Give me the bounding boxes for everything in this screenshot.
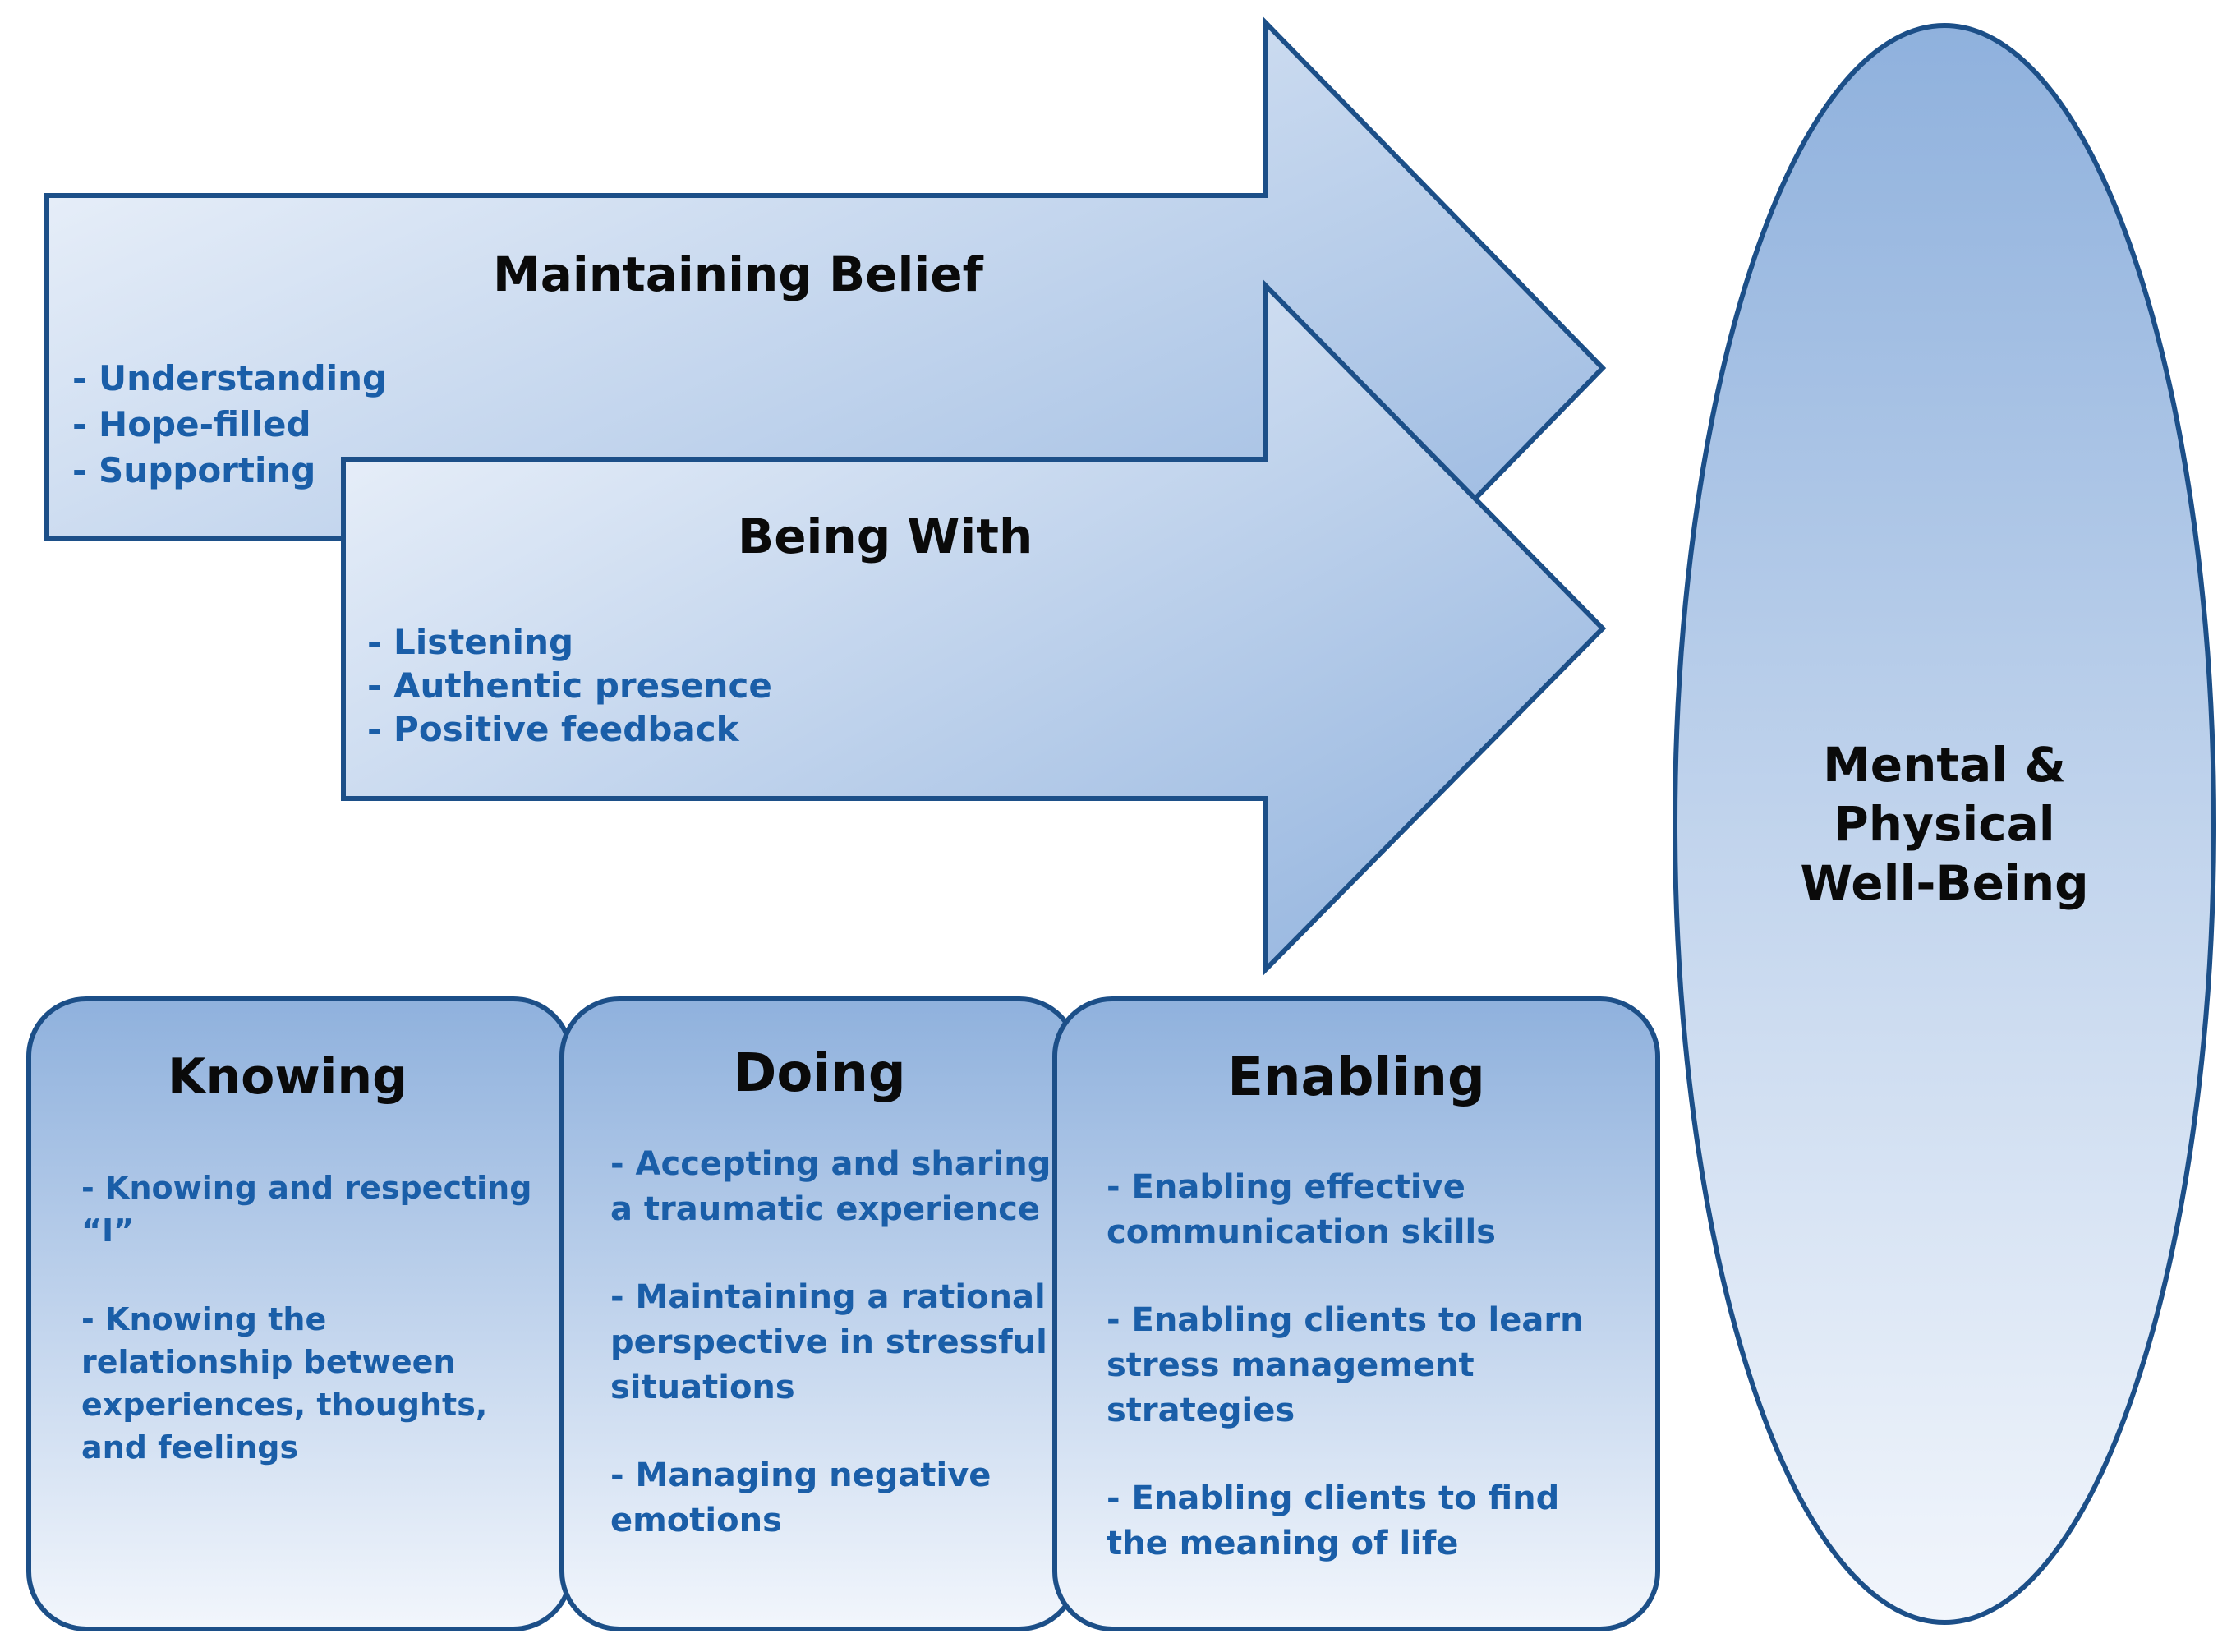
enabling-list: - Enabling effective communication skill… <box>1107 1165 1649 1567</box>
list-item: - Enabling clients to learn stress manag… <box>1107 1301 1584 1429</box>
maintaining-belief-list: - Understanding - Hope-filled - Supporti… <box>72 356 387 494</box>
well-being-ellipse <box>1673 23 2216 1625</box>
list-item: - Knowing and respecting “I” <box>81 1170 532 1249</box>
maintaining-belief-title: Maintaining Belief <box>493 246 983 302</box>
being-with-arrow <box>341 279 1607 976</box>
list-item: - Accepting and sharing a traumatic expe… <box>610 1145 1051 1228</box>
list-item: - Maintaining a rational perspective in … <box>610 1278 1047 1406</box>
list-item: - Authentic presence <box>367 665 772 706</box>
knowing-list: - Knowing and respecting “I” - Knowing t… <box>81 1167 550 1469</box>
list-item: - Hope-filled <box>72 404 311 444</box>
doing-title: Doing <box>733 1043 906 1104</box>
list-item: - Knowing the relationship between exper… <box>81 1301 488 1466</box>
list-item: - Listening <box>367 622 574 662</box>
being-with-list: - Listening - Authentic presence - Posit… <box>367 620 772 751</box>
doing-list: - Accepting and sharing a traumatic expe… <box>610 1142 1070 1544</box>
being-with-title: Being With <box>738 508 1033 564</box>
list-item: - Managing negative emotions <box>610 1456 992 1539</box>
well-being-title: Mental & Physical Well-Being <box>1800 737 2089 911</box>
list-item: - Positive feedback <box>367 709 739 749</box>
list-item: - Understanding <box>72 358 388 398</box>
enabling-box <box>1052 996 1660 1631</box>
list-item: - Enabling effective communication skill… <box>1107 1168 1496 1251</box>
enabling-title: Enabling <box>1227 1047 1485 1108</box>
list-item: - Supporting <box>72 450 316 490</box>
knowing-title: Knowing <box>167 1048 408 1106</box>
list-item: - Enabling clients to find the meaning o… <box>1107 1479 1560 1562</box>
